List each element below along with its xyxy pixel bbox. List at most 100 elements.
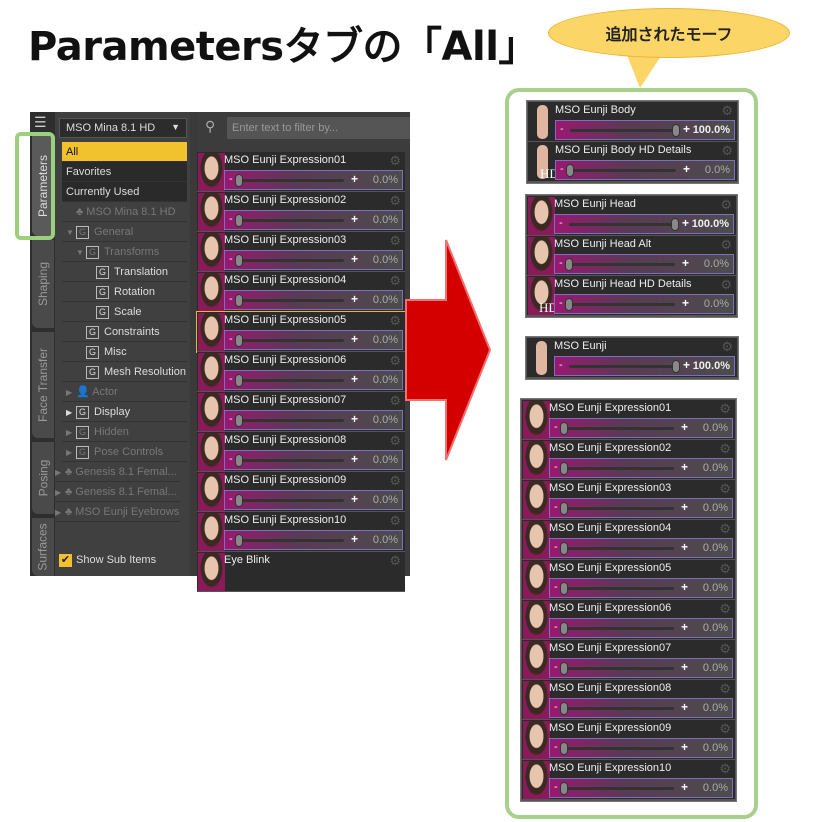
gear-icon[interactable]: ⚙: [720, 197, 732, 212]
show-sub-items-checkbox[interactable]: ✔Show Sub Items: [59, 554, 156, 567]
plus-icon[interactable]: +: [680, 740, 688, 754]
slider-row[interactable]: MSO Eunji Expression07⚙-+0.0%: [522, 640, 735, 680]
collapse-arrow-icon[interactable]: ▶: [55, 468, 62, 477]
slider-knob[interactable]: [566, 164, 574, 177]
slider-track[interactable]: [239, 499, 344, 502]
slider-knob[interactable]: [560, 702, 568, 715]
plus-icon[interactable]: +: [680, 500, 688, 514]
slider-track[interactable]: [564, 667, 674, 670]
slider-value[interactable]: 100.0%: [692, 360, 730, 372]
slider-value[interactable]: 0.0%: [703, 298, 729, 310]
slider-knob[interactable]: [560, 782, 568, 795]
gear-icon[interactable]: ⚙: [389, 193, 401, 208]
minus-icon[interactable]: -: [554, 581, 558, 593]
slider-row[interactable]: MSO Eunji Expression03⚙-+0.0%: [522, 480, 735, 520]
slider-row[interactable]: MSO Eunji Expression02⚙-+0.0%: [197, 192, 405, 232]
plus-icon[interactable]: +: [680, 660, 688, 674]
slider-track[interactable]: [569, 263, 675, 266]
plus-icon[interactable]: +: [680, 460, 688, 474]
value-slider[interactable]: -+0.0%: [224, 210, 403, 230]
slider-value[interactable]: 0.0%: [372, 414, 398, 426]
value-slider[interactable]: -+0.0%: [224, 530, 403, 550]
slider-track[interactable]: [569, 223, 675, 226]
slider-value[interactable]: 0.0%: [702, 422, 728, 434]
figure-selector[interactable]: MSO Mina 8.1 HD▼: [59, 118, 187, 138]
gear-icon[interactable]: ⚙: [719, 641, 731, 656]
collapse-arrow-icon[interactable]: ▶: [66, 448, 73, 457]
collapse-arrow-icon[interactable]: ▶: [66, 388, 73, 397]
slider-row[interactable]: MSO Eunji Expression10⚙-+0.0%: [197, 512, 405, 552]
plus-icon[interactable]: +: [350, 252, 358, 266]
value-slider[interactable]: -+0.0%: [555, 160, 735, 180]
slider-row[interactable]: MSO Eunji Expression09⚙-+0.0%: [522, 720, 735, 760]
plus-icon[interactable]: +: [350, 492, 358, 506]
plus-icon[interactable]: +: [680, 700, 688, 714]
expand-arrow-icon[interactable]: ▼: [76, 248, 84, 257]
plus-icon[interactable]: +: [350, 172, 358, 186]
slider-row[interactable]: MSO Eunji⚙-+100.0%: [527, 338, 737, 378]
minus-icon[interactable]: -: [229, 373, 233, 385]
slider-knob[interactable]: [565, 298, 573, 311]
slider-track[interactable]: [239, 219, 344, 222]
tree-item[interactable]: Favorites: [62, 162, 187, 182]
gear-icon[interactable]: ⚙: [389, 553, 401, 568]
value-slider[interactable]: -+0.0%: [549, 418, 733, 438]
slider-knob[interactable]: [235, 494, 243, 507]
slider-row[interactable]: MSO Eunji Expression09⚙-+0.0%: [197, 472, 405, 512]
slider-value[interactable]: 0.0%: [702, 782, 728, 794]
minus-icon[interactable]: -: [229, 453, 233, 465]
minus-icon[interactable]: -: [229, 333, 233, 345]
tab-surfaces[interactable]: Surfaces: [32, 518, 54, 576]
slider-knob[interactable]: [565, 258, 573, 271]
slider-value[interactable]: 0.0%: [372, 254, 398, 266]
slider-track[interactable]: [564, 507, 674, 510]
slider-value[interactable]: 0.0%: [372, 334, 398, 346]
slider-knob[interactable]: [235, 174, 243, 187]
minus-icon[interactable]: -: [229, 293, 233, 305]
slider-track[interactable]: [564, 427, 674, 430]
tab-face-transfer[interactable]: Face Transfer: [32, 332, 54, 438]
tree-item[interactable]: ♣ MSO Mina 8.1 HD: [62, 202, 187, 222]
plus-icon[interactable]: +: [350, 212, 358, 226]
slider-track[interactable]: [239, 539, 344, 542]
slider-track[interactable]: [570, 129, 676, 132]
menu-icon[interactable]: ☰: [34, 114, 47, 130]
value-slider[interactable]: -+0.0%: [224, 170, 403, 190]
slider-row[interactable]: MSO Eunji Expression05⚙-+0.0%: [522, 560, 735, 600]
slider-knob[interactable]: [560, 742, 568, 755]
slider-track[interactable]: [239, 379, 344, 382]
gear-icon[interactable]: ⚙: [719, 521, 731, 536]
slider-track[interactable]: [570, 169, 676, 172]
slider-knob[interactable]: [672, 360, 680, 373]
collapse-arrow-icon[interactable]: ▶: [55, 508, 62, 517]
gear-icon[interactable]: ⚙: [719, 761, 731, 776]
value-slider[interactable]: -+100.0%: [554, 214, 734, 234]
gear-icon[interactable]: ⚙: [721, 339, 733, 354]
value-slider[interactable]: -+0.0%: [549, 738, 733, 758]
tree-item[interactable]: ▶♣ Genesis 8.1 Femal...: [55, 462, 180, 482]
minus-icon[interactable]: -: [554, 781, 558, 793]
value-slider[interactable]: -+0.0%: [224, 290, 403, 310]
slider-value[interactable]: 0.0%: [372, 174, 398, 186]
value-slider[interactable]: -+100.0%: [555, 120, 735, 140]
minus-icon[interactable]: -: [554, 421, 558, 433]
slider-row[interactable]: Eye Blink⚙: [197, 552, 405, 592]
slider-row[interactable]: MSO Eunji Expression08⚙-+0.0%: [197, 432, 405, 472]
value-slider[interactable]: -+0.0%: [549, 778, 733, 798]
plus-icon[interactable]: +: [350, 452, 358, 466]
tab-parameters[interactable]: Parameters: [32, 136, 54, 236]
gear-icon[interactable]: ⚙: [389, 433, 401, 448]
slider-track[interactable]: [569, 303, 675, 306]
slider-knob[interactable]: [560, 582, 568, 595]
slider-knob[interactable]: [560, 462, 568, 475]
slider-row[interactable]: MSO Eunji Expression05⚙-+0.0%: [196, 311, 406, 353]
collapse-arrow-icon[interactable]: ▶: [66, 408, 73, 417]
gear-icon[interactable]: ⚙: [719, 561, 731, 576]
plus-icon[interactable]: +: [680, 620, 688, 634]
minus-icon[interactable]: -: [560, 163, 564, 175]
value-slider[interactable]: -+0.0%: [554, 294, 734, 314]
